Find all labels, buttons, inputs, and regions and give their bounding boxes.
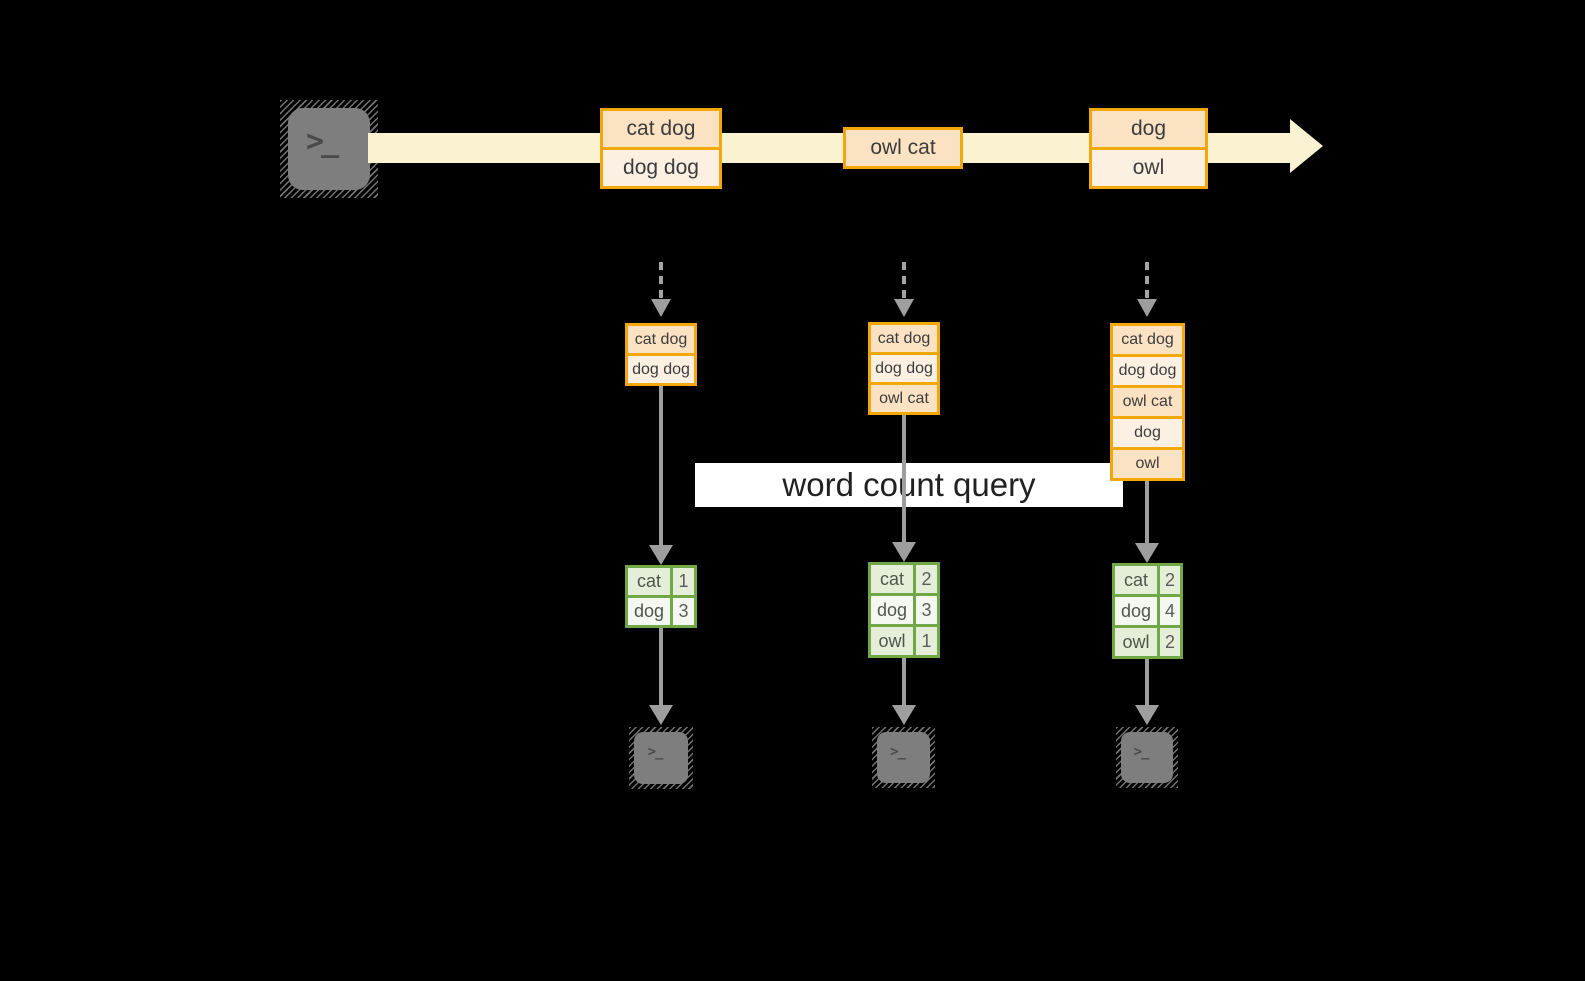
- count-table-3: cat 2 dog 4 owl 2: [1112, 563, 1183, 659]
- buffer-record: dog: [1113, 419, 1182, 447]
- word-cell: cat: [1115, 566, 1157, 594]
- buffer-record: dog dog: [1113, 357, 1182, 385]
- word-cell: cat: [628, 568, 670, 595]
- sink-arrow-line: [1145, 659, 1149, 706]
- prompt-icon: >_: [1133, 743, 1150, 760]
- buffer-record: owl cat: [871, 385, 937, 412]
- terminal-screen: >_: [1121, 732, 1173, 783]
- table-row: dog 4: [1115, 597, 1180, 625]
- ingest-arrow-line: [1145, 262, 1149, 298]
- sink-arrowhead-icon: [892, 705, 916, 725]
- buffer-record: owl: [1113, 450, 1182, 478]
- sink-arrowhead-icon: [649, 705, 673, 725]
- count-cell: 3: [673, 598, 694, 625]
- stream-event-batch-3: dog owl: [1089, 108, 1208, 189]
- count-cell: 2: [1160, 566, 1180, 594]
- buffer-stack-3: cat dog dog dog owl cat dog owl: [1110, 323, 1185, 481]
- stream-record: dog dog: [603, 150, 719, 186]
- sink-terminal-icon-2: >_: [872, 727, 935, 788]
- buffer-record: dog dog: [871, 355, 937, 382]
- table-row: cat 2: [1115, 566, 1180, 594]
- stream-event-batch-2: owl cat: [843, 127, 963, 169]
- count-cell: 2: [1160, 628, 1180, 656]
- sink-arrow-line: [902, 658, 906, 706]
- query-arrow-line: [1145, 481, 1149, 544]
- ingest-arrow-line: [902, 262, 906, 298]
- word-cell: dog: [1115, 597, 1157, 625]
- table-row: owl 1: [871, 627, 937, 655]
- sink-terminal-icon-3: >_: [1116, 727, 1178, 788]
- count-table-2: cat 2 dog 3 owl 1: [868, 562, 940, 658]
- buffer-record: cat dog: [628, 326, 694, 353]
- terminal-screen: >_: [288, 108, 370, 190]
- query-arrowhead-icon: [1135, 543, 1159, 563]
- buffer-record: dog dog: [628, 356, 694, 383]
- count-cell: 1: [916, 627, 937, 655]
- query-arrow-line: [902, 415, 906, 543]
- table-row: dog 3: [628, 598, 694, 625]
- prompt-icon: >_: [305, 123, 339, 159]
- word-cell: dog: [871, 596, 913, 624]
- word-cell: owl: [1115, 628, 1157, 656]
- stream-record: owl: [1092, 150, 1205, 186]
- buffer-record: cat dog: [871, 325, 937, 352]
- stream-record: owl cat: [846, 130, 960, 166]
- buffer-stack-1: cat dog dog dog: [625, 323, 697, 386]
- ingest-arrowhead-icon: [651, 299, 671, 317]
- word-cell: dog: [628, 598, 670, 625]
- ingest-arrowhead-icon: [1137, 299, 1157, 317]
- stream-record: cat dog: [603, 111, 719, 147]
- sink-arrowhead-icon: [1135, 705, 1159, 725]
- stream-record: dog: [1092, 111, 1205, 147]
- query-label: word count query: [782, 466, 1036, 503]
- stream-event-batch-1: cat dog dog dog: [600, 108, 722, 189]
- sink-terminal-icon-1: >_: [629, 727, 693, 789]
- count-cell: 1: [673, 568, 694, 595]
- terminal-screen: >_: [634, 732, 688, 784]
- stream-arrowhead-icon: [1290, 119, 1323, 173]
- ingest-arrowhead-icon: [894, 299, 914, 317]
- sink-arrow-line: [659, 628, 663, 706]
- count-table-1: cat 1 dog 3: [625, 565, 697, 628]
- source-terminal-icon: >_: [280, 100, 378, 198]
- buffer-stack-2: cat dog dog dog owl cat: [868, 322, 940, 415]
- count-cell: 3: [916, 596, 937, 624]
- table-row: dog 3: [871, 596, 937, 624]
- table-row: cat 1: [628, 568, 694, 595]
- word-cell: cat: [871, 565, 913, 593]
- word-cell: owl: [871, 627, 913, 655]
- table-row: cat 2: [871, 565, 937, 593]
- prompt-icon: >_: [890, 743, 906, 760]
- count-cell: 2: [916, 565, 937, 593]
- table-row: owl 2: [1115, 628, 1180, 656]
- query-arrow-line: [659, 386, 663, 546]
- buffer-record: cat dog: [1113, 326, 1182, 354]
- ingest-arrow-line: [659, 262, 663, 298]
- query-banner: word count query: [695, 463, 1123, 507]
- prompt-icon: >_: [647, 744, 664, 760]
- query-arrowhead-icon: [892, 542, 916, 562]
- query-arrowhead-icon: [649, 545, 673, 565]
- terminal-screen: >_: [877, 732, 930, 783]
- buffer-record: owl cat: [1113, 388, 1182, 416]
- count-cell: 4: [1160, 597, 1180, 625]
